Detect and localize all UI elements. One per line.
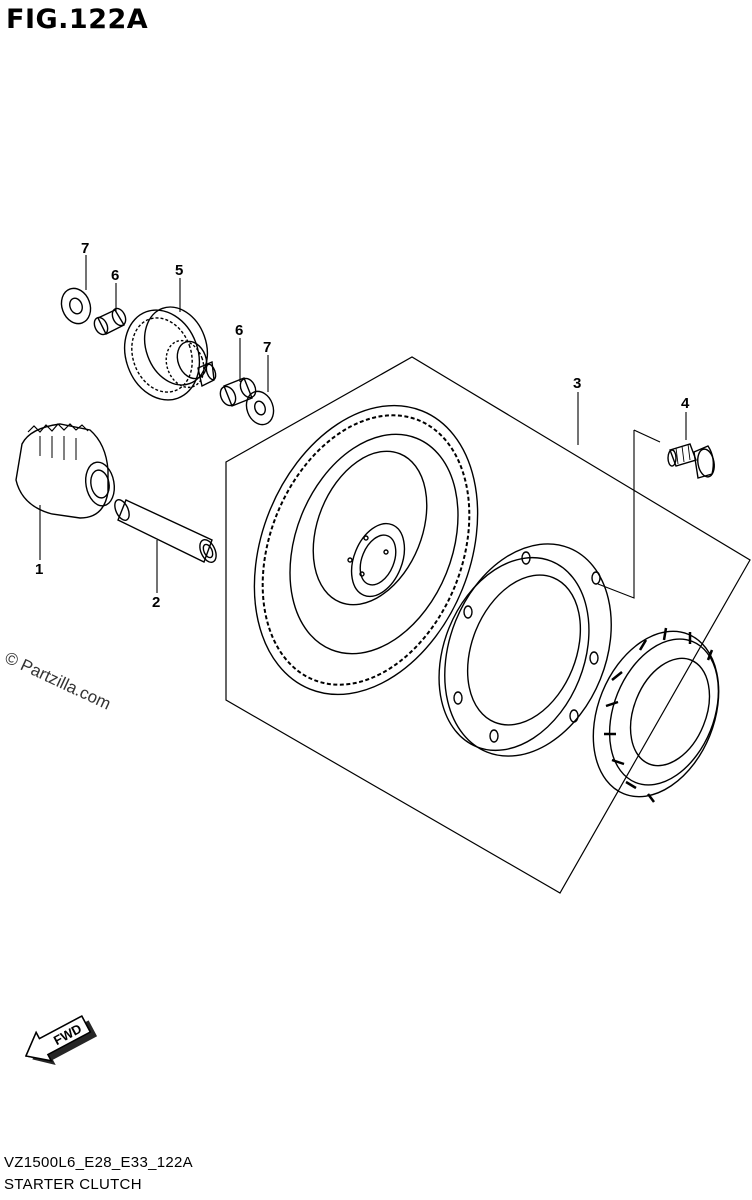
- callout-4: 4: [681, 395, 690, 412]
- callout-1: 1: [35, 561, 43, 578]
- callout-7-lower: 7: [263, 339, 271, 356]
- shaft-2[interactable]: [112, 497, 220, 564]
- callout-6-upper: 6: [111, 267, 119, 284]
- callout-3: 3: [573, 375, 581, 392]
- washer-7-upper[interactable]: [57, 284, 96, 327]
- callout-2: 2: [152, 594, 160, 611]
- one-way-clutch[interactable]: [570, 613, 742, 816]
- callout-5: 5: [175, 262, 183, 279]
- idle-gear-1[interactable]: [15, 423, 118, 519]
- figure-caption: STARTER CLUTCH: [4, 1176, 142, 1193]
- bushing-6-lower[interactable]: [217, 376, 258, 408]
- figure-title: FIG.122A: [6, 4, 149, 35]
- leader-lines: [39, 255, 687, 599]
- callout-6-lower: 6: [235, 322, 243, 339]
- idle-gear-5[interactable]: [112, 298, 217, 410]
- bolt-4[interactable]: [667, 443, 716, 479]
- assembly-outline: [225, 356, 751, 894]
- callout-7-upper: 7: [81, 240, 89, 257]
- forward-arrow-icon: FWD: [24, 1015, 98, 1066]
- model-code: VZ1500L6_E28_E33_122A: [4, 1154, 193, 1171]
- bushing-6-upper[interactable]: [92, 306, 128, 336]
- washer-7-lower[interactable]: [242, 388, 278, 429]
- clutch-body-ring[interactable]: [412, 519, 642, 781]
- starter-clutch-gear-3[interactable]: [213, 372, 518, 728]
